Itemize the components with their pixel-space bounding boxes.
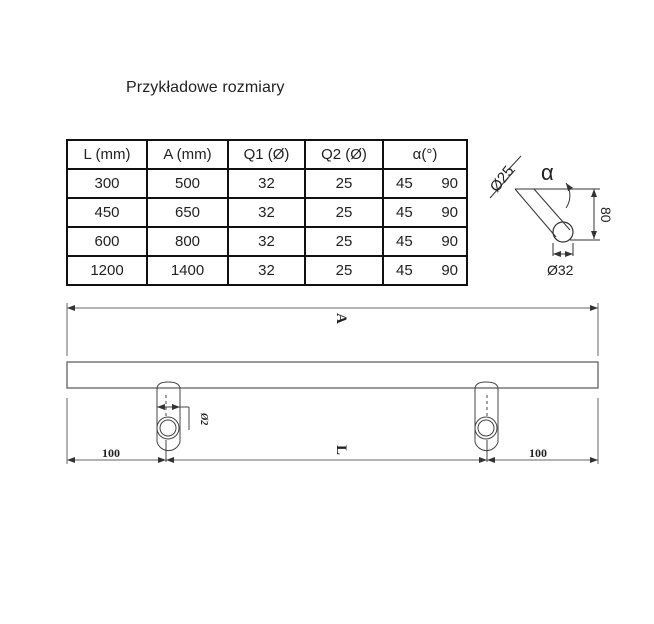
alpha-max: 90: [441, 175, 458, 192]
right-offset-label: 100: [529, 446, 547, 460]
cell-Q1: 32: [227, 197, 306, 228]
cell-A: 1400: [146, 255, 229, 286]
alpha-min: 45: [396, 204, 413, 221]
sizes-table: L (mm) A (mm) Q1 (Ø) Q2 (Ø) α(°) 300 500…: [66, 139, 468, 286]
alpha-max: 90: [441, 204, 458, 221]
table-row: 300 500 32 25 45 90: [66, 168, 468, 199]
header-A: A (mm): [146, 139, 229, 170]
front-view-diagram: [66, 303, 599, 464]
header-L: L (mm): [66, 139, 148, 170]
cell-Q2: 25: [304, 168, 384, 199]
header-Q1: Q1 (Ø): [227, 139, 306, 170]
table-row: 450 650 32 25 45 90: [66, 197, 468, 228]
cell-A: 650: [146, 197, 229, 228]
table-row: 600 800 32 25 45 90: [66, 226, 468, 257]
spacing-label: L: [333, 445, 349, 455]
page-title: Przykładowe rozmiary: [126, 79, 285, 96]
post-diameter-label: Ø2: [198, 412, 209, 425]
cell-L: 600: [66, 226, 148, 257]
header-alpha: α(°): [382, 139, 468, 170]
table-row: 1200 1400 32 25 45 90: [66, 255, 468, 286]
cell-Q2: 25: [304, 226, 384, 257]
cell-alpha: 45 90: [382, 197, 468, 228]
diameter-bottom-label: Ø32: [547, 262, 574, 278]
cell-alpha: 45 90: [382, 226, 468, 257]
left-offset-label: 100: [102, 446, 120, 460]
alpha-min: 45: [396, 233, 413, 250]
alpha-min: 45: [396, 175, 413, 192]
cell-L: 1200: [66, 255, 148, 286]
cell-Q2: 25: [304, 255, 384, 286]
cell-alpha: 45 90: [382, 168, 468, 199]
cell-L: 300: [66, 168, 148, 199]
alpha-max: 90: [441, 233, 458, 250]
alpha-max: 90: [441, 262, 458, 279]
overall-length-label: A: [333, 313, 349, 324]
side-view-diagram: [489, 155, 600, 257]
diameter-top-label: Ø25: [487, 163, 518, 196]
alpha-min: 45: [396, 262, 413, 279]
angle-label: α: [541, 160, 554, 185]
table-header-row: L (mm) A (mm) Q1 (Ø) Q2 (Ø) α(°): [66, 139, 468, 170]
cell-A: 800: [146, 226, 229, 257]
cell-A: 500: [146, 168, 229, 199]
cell-Q1: 32: [227, 226, 306, 257]
cell-L: 450: [66, 197, 148, 228]
height-label: 80: [598, 207, 614, 223]
cell-Q2: 25: [304, 197, 384, 228]
cell-Q1: 32: [227, 168, 306, 199]
header-Q2: Q2 (Ø): [304, 139, 384, 170]
cell-Q1: 32: [227, 255, 306, 286]
cell-alpha: 45 90: [382, 255, 468, 286]
